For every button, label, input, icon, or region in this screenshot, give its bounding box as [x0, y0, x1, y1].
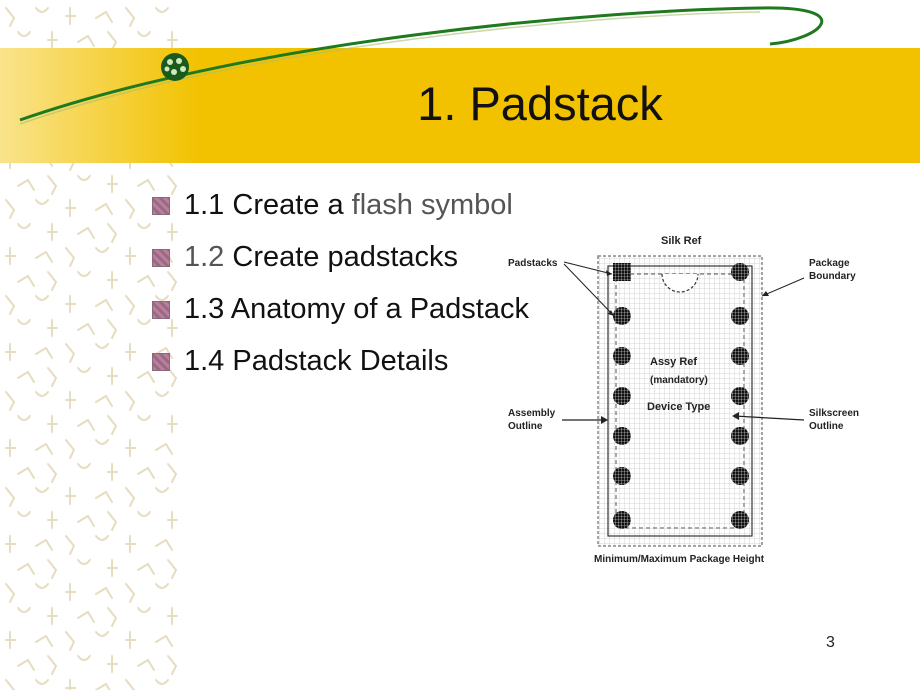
pad [613, 347, 631, 365]
pad [731, 307, 749, 325]
pad [613, 511, 631, 529]
pad [613, 387, 631, 405]
padstacks-label: Padstacks [508, 258, 558, 269]
pad [613, 427, 631, 445]
silkscreen-outline [607, 265, 753, 537]
pad [731, 263, 749, 281]
bullet-item: 1.4 Padstack Details [150, 339, 529, 391]
pad [731, 387, 749, 405]
pad [731, 427, 749, 445]
pin1-notch [661, 273, 699, 293]
mandatory-label: (mandatory) [650, 375, 708, 386]
padstack-diagram: Silk Ref Assy Ref (mandatory) Device Typ… [508, 235, 859, 565]
pad [731, 347, 749, 365]
bullet-item: 1.2 Create padstacks [150, 235, 529, 287]
swoosh-decoration [19, 6, 824, 125]
assy-ref-label: Assy Ref [650, 356, 697, 368]
silkscreen-outline-label-2: Outline [809, 421, 844, 432]
package-boundary-label-2: Boundary [809, 271, 856, 282]
pad [613, 467, 631, 485]
bullet-marker-icon [152, 249, 170, 267]
bullet-marker-icon [152, 301, 170, 319]
silk-ref-label: Silk Ref [661, 235, 702, 247]
assembly-outline-label-1: Assembly [508, 408, 556, 419]
globe-icon [161, 53, 189, 81]
package-height-label: Minimum/Maximum Package Height [594, 554, 765, 565]
pad [613, 263, 631, 281]
pad [613, 307, 631, 325]
assembly-outline-label-2: Outline [508, 421, 543, 432]
bullet-item: 1.3 Anatomy of a Padstack [150, 287, 529, 339]
bullet-marker-icon [152, 353, 170, 371]
device-type-label: Device Type [647, 401, 710, 413]
pad [731, 511, 749, 529]
bullet-item: 1.1 Create a flash symbol [150, 183, 529, 235]
slide-title: 1. Padstack [417, 77, 663, 130]
bullet-marker-icon [152, 197, 170, 215]
pad [731, 467, 749, 485]
package-boundary-label-1: Package [809, 258, 850, 269]
page-number: 3 [826, 634, 835, 651]
bullet-list: 1.1 Create a flash symbol 1.2 Create pad… [150, 183, 529, 391]
silkscreen-outline-label-1: Silkscreen [809, 408, 859, 419]
